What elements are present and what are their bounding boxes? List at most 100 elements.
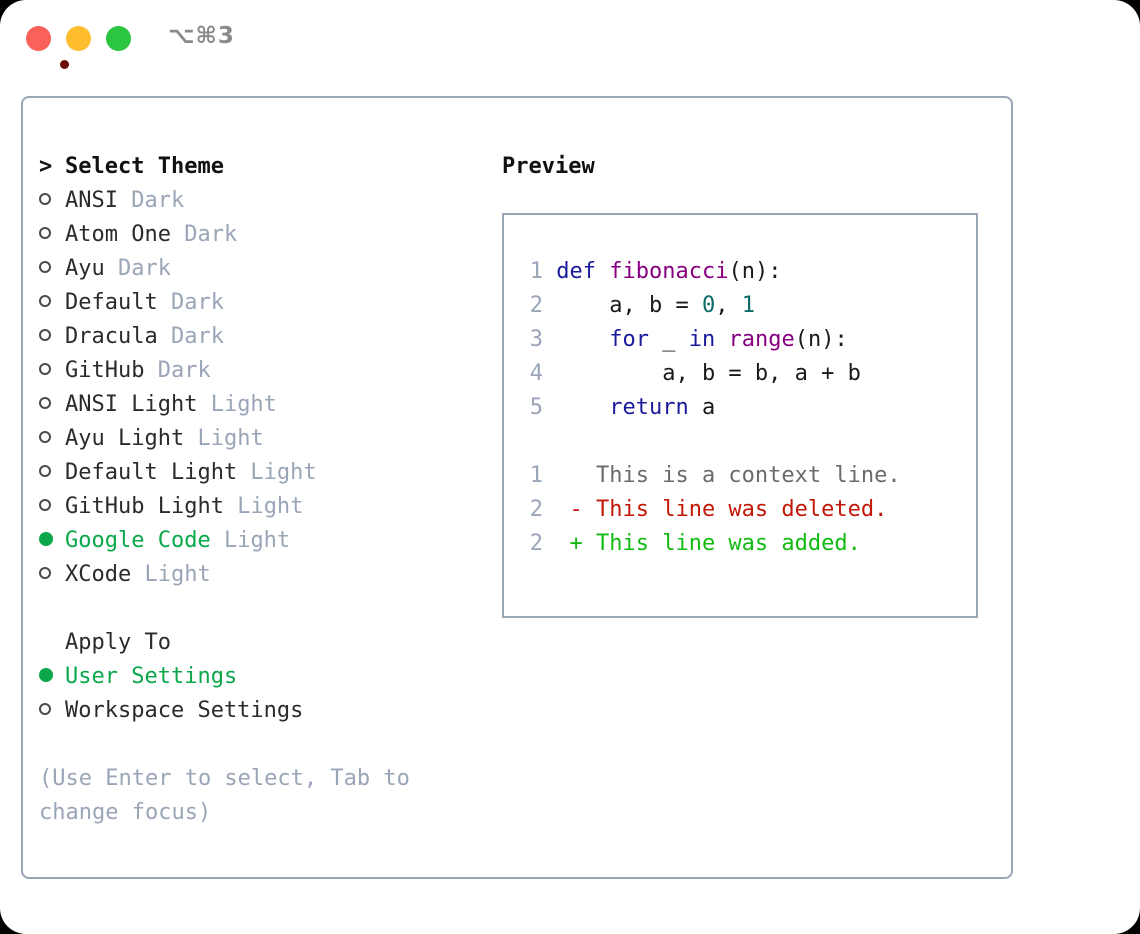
code-line: 3 for _ in range(n): bbox=[519, 323, 901, 357]
close-window-button[interactable] bbox=[26, 26, 69, 69]
keyboard-hint: (Use Enter to select, Tab to change focu… bbox=[39, 766, 424, 825]
diff-line: 1 This is a context line. bbox=[519, 459, 901, 493]
theme-item-radio bbox=[39, 524, 65, 558]
radio-unselected-icon bbox=[39, 499, 51, 511]
code-token bbox=[556, 327, 609, 352]
apply-to-item[interactable]: User Settings bbox=[39, 660, 479, 694]
code-token: a bbox=[688, 395, 716, 420]
radio-unselected-icon bbox=[39, 295, 51, 307]
preview-title: Preview bbox=[502, 154, 595, 179]
theme-list-item[interactable]: Default Dark bbox=[39, 286, 479, 320]
theme-item-radio bbox=[39, 252, 65, 286]
code-token: in bbox=[688, 327, 716, 352]
radio-unselected-icon bbox=[39, 465, 51, 477]
theme-list-item[interactable]: Google Code Light bbox=[39, 524, 479, 558]
theme-item-badge: Light bbox=[223, 494, 304, 519]
column-spacer bbox=[39, 592, 479, 626]
code-token: a, b = b, a + b bbox=[556, 361, 861, 386]
maximize-window-button[interactable] bbox=[106, 26, 131, 51]
theme-list-item[interactable]: ANSI Dark bbox=[39, 184, 479, 218]
theme-item-badge: Dark bbox=[170, 222, 238, 247]
theme-item-label: ANSI bbox=[65, 188, 118, 213]
diff-line-text: This is a context line. bbox=[543, 463, 901, 488]
code-token: _ bbox=[648, 327, 689, 352]
theme-item-label: Dracula bbox=[65, 324, 158, 349]
radio-unselected-icon bbox=[39, 261, 51, 273]
theme-item-badge: Dark bbox=[117, 188, 185, 213]
theme-item-radio bbox=[39, 320, 65, 354]
theme-item-badge: Dark bbox=[157, 290, 224, 315]
theme-list-item[interactable]: XCode Light bbox=[39, 558, 479, 592]
recording-indicator-icon bbox=[60, 60, 69, 69]
diff-line: 2 + This line was added. bbox=[519, 527, 901, 561]
theme-item-badge: Light bbox=[210, 528, 291, 553]
theme-list-item[interactable]: Atom One Dark bbox=[39, 218, 479, 252]
code-line-number: 5 bbox=[529, 395, 543, 420]
apply-to-header-label: Apply To bbox=[65, 630, 171, 655]
theme-item-badge: Light bbox=[131, 562, 211, 587]
code-token: , bbox=[715, 293, 742, 318]
theme-item-radio bbox=[39, 558, 65, 592]
code-token: (n): bbox=[794, 327, 848, 352]
theme-list-item[interactable]: Dracula Dark bbox=[39, 320, 479, 354]
code-token: def bbox=[556, 259, 610, 284]
theme-item-label: XCode bbox=[65, 562, 132, 587]
code-token: a, b = bbox=[556, 293, 702, 318]
diff-line: 2 - This line was deleted. bbox=[519, 493, 901, 527]
theme-item-badge: Light bbox=[237, 460, 317, 485]
code-token: return bbox=[609, 395, 689, 420]
theme-item-label: Ayu Light bbox=[65, 426, 185, 451]
theme-item-label: Atom One bbox=[65, 222, 171, 247]
theme-item-radio bbox=[39, 286, 65, 320]
code-line-number: 3 bbox=[529, 327, 543, 352]
diff-line-number: 2 bbox=[529, 497, 543, 522]
theme-item-radio bbox=[39, 456, 65, 490]
code-token: range bbox=[728, 327, 795, 352]
theme-item-radio bbox=[39, 218, 65, 252]
theme-list-item[interactable]: Default Light Light bbox=[39, 456, 479, 490]
code-diff-separator bbox=[519, 425, 901, 459]
theme-item-badge: Dark bbox=[104, 256, 171, 281]
theme-picker-header-label: Select Theme bbox=[65, 154, 224, 179]
theme-item-radio bbox=[39, 422, 65, 456]
diff-line-number: 1 bbox=[529, 463, 543, 488]
apply-to-item-label: User Settings bbox=[65, 664, 238, 689]
theme-list-item[interactable]: Ayu Dark bbox=[39, 252, 479, 286]
minimize-window-button[interactable] bbox=[66, 26, 91, 51]
code-token: (n): bbox=[728, 259, 782, 284]
radio-unselected-icon bbox=[39, 397, 51, 409]
code-line: 2 a, b = 0, 1 bbox=[519, 289, 901, 323]
code-token bbox=[556, 395, 609, 420]
code-line: 5 return a bbox=[519, 391, 901, 425]
theme-item-badge: Dark bbox=[144, 358, 211, 383]
theme-list-item[interactable]: GitHub Light Light bbox=[39, 490, 479, 524]
radio-selected-icon bbox=[39, 532, 53, 546]
theme-item-label: ANSI Light bbox=[65, 392, 198, 417]
preview-column: Preview 1 def fibonacci(n):2 a, b = 0, 1… bbox=[502, 150, 992, 618]
theme-item-badge: Light bbox=[197, 392, 277, 417]
theme-list-item[interactable]: GitHub Dark bbox=[39, 354, 479, 388]
theme-item-radio bbox=[39, 354, 65, 388]
apply-to-item-radio bbox=[39, 694, 65, 728]
radio-unselected-icon bbox=[39, 567, 51, 579]
code-line-number: 4 bbox=[529, 361, 543, 386]
theme-item-label: Default bbox=[65, 290, 158, 315]
radio-unselected-icon bbox=[39, 329, 51, 341]
theme-list-item[interactable]: ANSI Light Light bbox=[39, 388, 479, 422]
radio-selected-icon bbox=[39, 668, 53, 682]
code-line-number: 2 bbox=[529, 293, 543, 318]
theme-item-label: Default Light bbox=[65, 460, 238, 485]
theme-list-item[interactable]: Ayu Light Light bbox=[39, 422, 479, 456]
theme-item-label: Ayu bbox=[65, 256, 105, 281]
code-line: 4 a, b = b, a + b bbox=[519, 357, 901, 391]
apply-to-item[interactable]: Workspace Settings bbox=[39, 694, 479, 728]
theme-item-radio bbox=[39, 388, 65, 422]
radio-unselected-icon bbox=[39, 703, 51, 715]
